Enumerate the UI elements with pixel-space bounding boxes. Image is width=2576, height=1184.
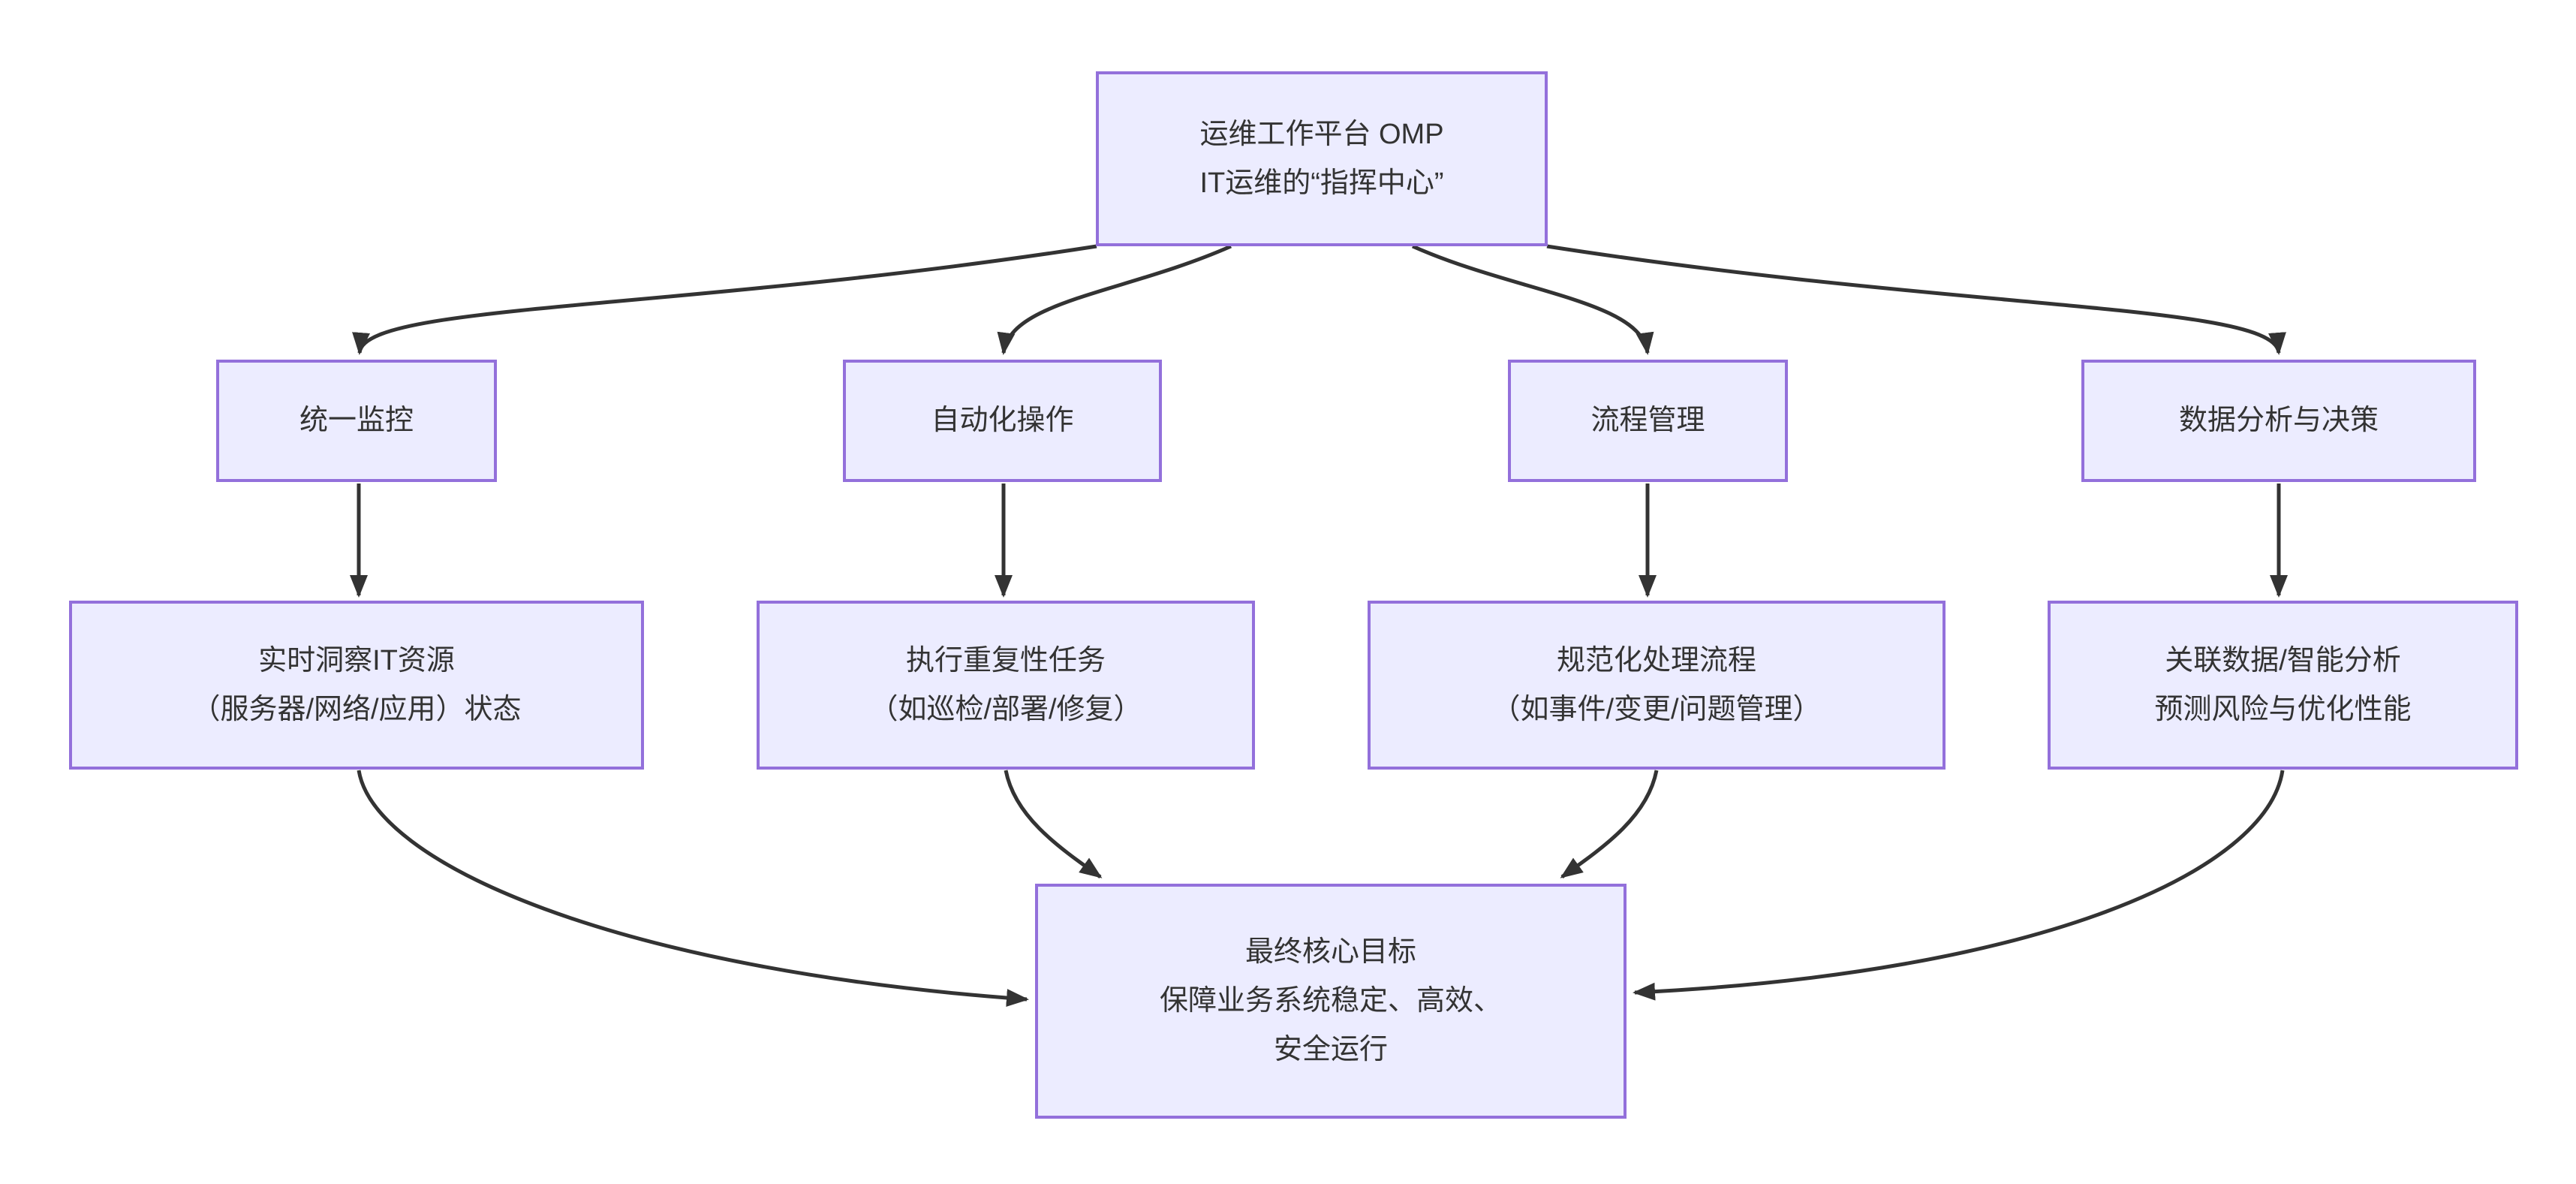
edge-platform-process [1411, 244, 1654, 355]
edge-automation-goal [1004, 770, 1103, 879]
node-monitoring: 统一监控 [216, 360, 497, 482]
node-process: 流程管理 [1508, 360, 1788, 482]
node-process-detail: 规范化处理流程 （如事件/变更/问题管理） [1368, 601, 1946, 770]
edge-platform-automation [997, 244, 1232, 355]
node-goal-label: 最终核心目标 保障业务系统稳定、高效、 安全运行 [1159, 936, 1502, 1065]
node-automation: 自动化操作 [843, 360, 1162, 482]
node-analytics-detail: 关联数据/智能分析 预测风险与优化性能 [2048, 601, 2518, 770]
node-automation-detail-label: 执行重复性任务 （如巡检/部署/修复） [869, 644, 1142, 725]
edge-platform-analytics [1546, 244, 2286, 355]
edge-monitoring-goal [357, 770, 1029, 1008]
node-automation-detail: 执行重复性任务 （如巡检/部署/修复） [757, 601, 1255, 770]
node-monitoring-detail-label: 实时洞察IT资源 （服务器/网络/应用）状态 [191, 644, 522, 725]
node-process-detail-label: 规范化处理流程 （如事件/变更/问题管理） [1491, 644, 1822, 725]
node-analytics-label: 数据分析与决策 [2178, 405, 2379, 436]
node-monitoring-label: 统一监控 [299, 405, 414, 436]
node-analytics-detail-label: 关联数据/智能分析 预测风险与优化性能 [2154, 644, 2412, 725]
node-automation-label: 自动化操作 [931, 405, 1074, 436]
node-analytics: 数据分析与决策 [2081, 360, 2476, 482]
node-process-label: 流程管理 [1590, 405, 1705, 436]
edge-process-goal [1560, 770, 1659, 879]
node-goal: 最终核心目标 保障业务系统稳定、高效、 安全运行 [1035, 884, 1627, 1119]
node-platform-label: 运维工作平台 OMP IT运维的“指挥中心” [1199, 118, 1444, 199]
node-platform: 运维工作平台 OMP IT运维的“指挥中心” [1096, 71, 1548, 246]
edge-analytics-goal [1633, 770, 2285, 1001]
edge-platform-monitoring [352, 244, 1097, 355]
node-monitoring-detail: 实时洞察IT资源 （服务器/网络/应用）状态 [69, 601, 644, 770]
